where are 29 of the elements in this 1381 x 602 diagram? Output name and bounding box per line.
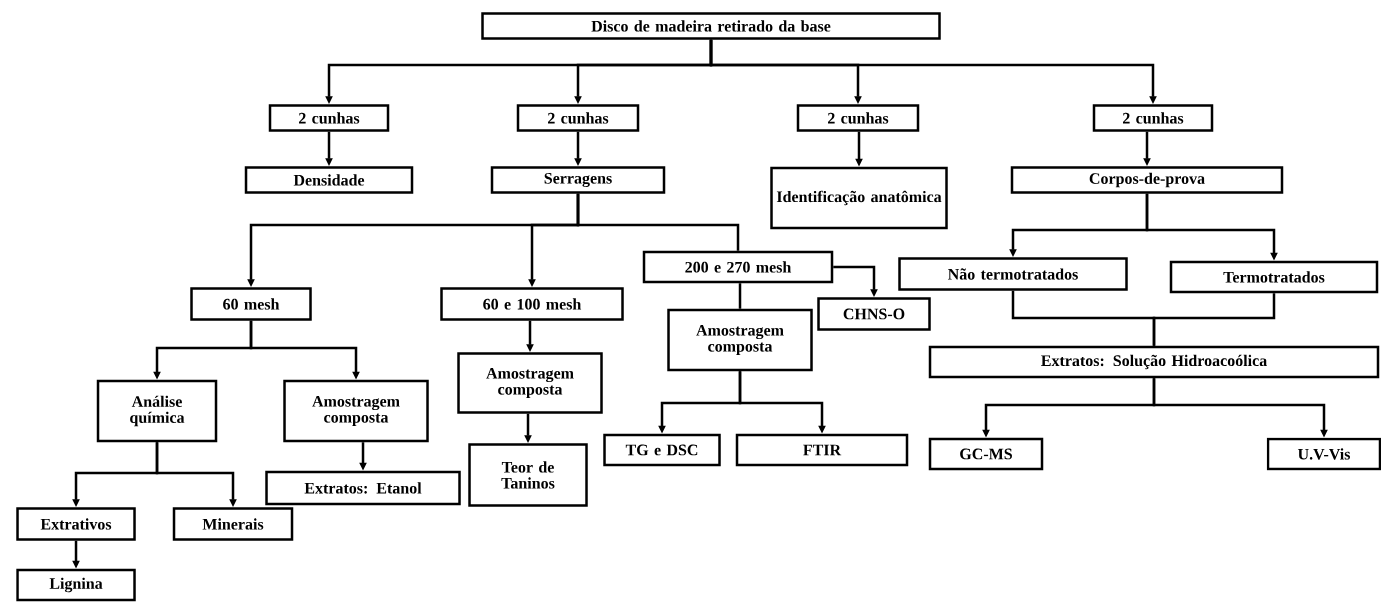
process-box: Minerais bbox=[172, 507, 294, 541]
process-box: Corpos-de-prova bbox=[1010, 166, 1284, 194]
process-box: Amostragem composta bbox=[457, 352, 603, 414]
process-box: Serragens bbox=[490, 166, 666, 194]
process-box: 200 e 270 mesh bbox=[642, 250, 834, 284]
process-box: GC-MS bbox=[928, 437, 1044, 471]
process-box: U.V-Vis bbox=[1266, 437, 1381, 471]
process-box: 2 cunhas bbox=[268, 104, 390, 132]
process-box: 2 cunhas bbox=[1092, 104, 1214, 132]
process-box: TG e DSC bbox=[603, 433, 721, 467]
process-box: Extratos: Solução Hidroacoólica bbox=[928, 345, 1380, 379]
process-box: FTIR bbox=[735, 433, 909, 467]
process-box: Extratos: Etanol bbox=[265, 470, 461, 506]
process-box: Termotratados bbox=[1169, 260, 1379, 294]
process-box: CHNS-O bbox=[817, 297, 931, 331]
process-box: Densidade bbox=[244, 166, 414, 194]
process-box: 60 mesh bbox=[190, 287, 312, 321]
process-box: Amostragem composta bbox=[667, 308, 813, 372]
process-box: Análise química bbox=[96, 379, 218, 443]
process-box: Amostragem composta bbox=[283, 379, 429, 443]
process-box: Disco de madeira retirado da base bbox=[481, 12, 941, 40]
process-box: 60 e 100 mesh bbox=[440, 287, 624, 321]
process-box: Identificação anatômica bbox=[770, 166, 948, 230]
process-box: Não termotratados bbox=[898, 257, 1128, 291]
process-box: 2 cunhas bbox=[796, 104, 920, 132]
process-box: Extrativos bbox=[16, 507, 136, 541]
process-box: Teor de Taninos bbox=[468, 443, 588, 507]
process-box: Lignina bbox=[16, 568, 136, 602]
process-box: 2 cunhas bbox=[516, 104, 640, 132]
